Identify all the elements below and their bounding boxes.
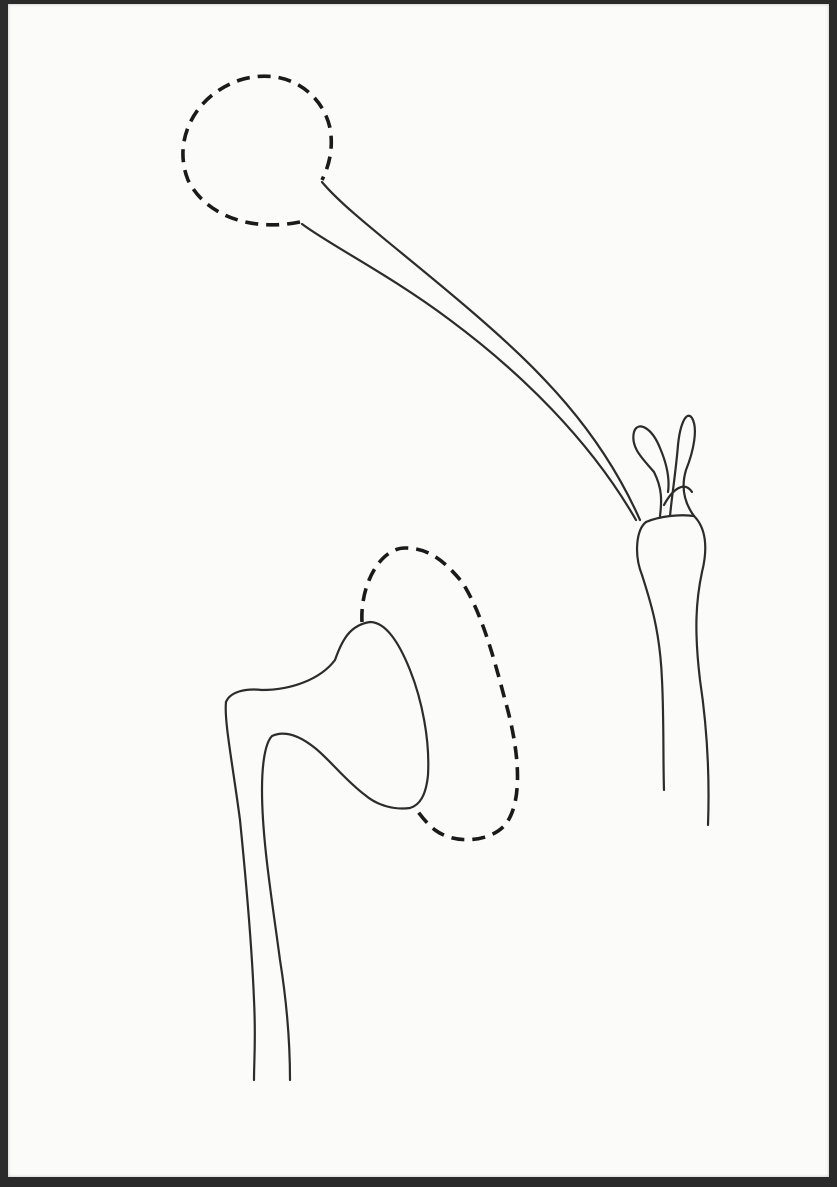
upper-stalk-top-edge: [322, 182, 640, 520]
upper-stalk-bottom-edge: [302, 224, 636, 520]
sprout-left: [633, 426, 668, 516]
lower-body-left-edge: [226, 702, 255, 1080]
bulb-body-right: [694, 516, 709, 825]
lower-dashed-capsule: [362, 548, 518, 840]
upper-dashed-circle: [183, 76, 331, 225]
lower-body: [226, 622, 428, 1080]
sprout-right: [670, 416, 695, 516]
bulb-body: [637, 522, 664, 790]
